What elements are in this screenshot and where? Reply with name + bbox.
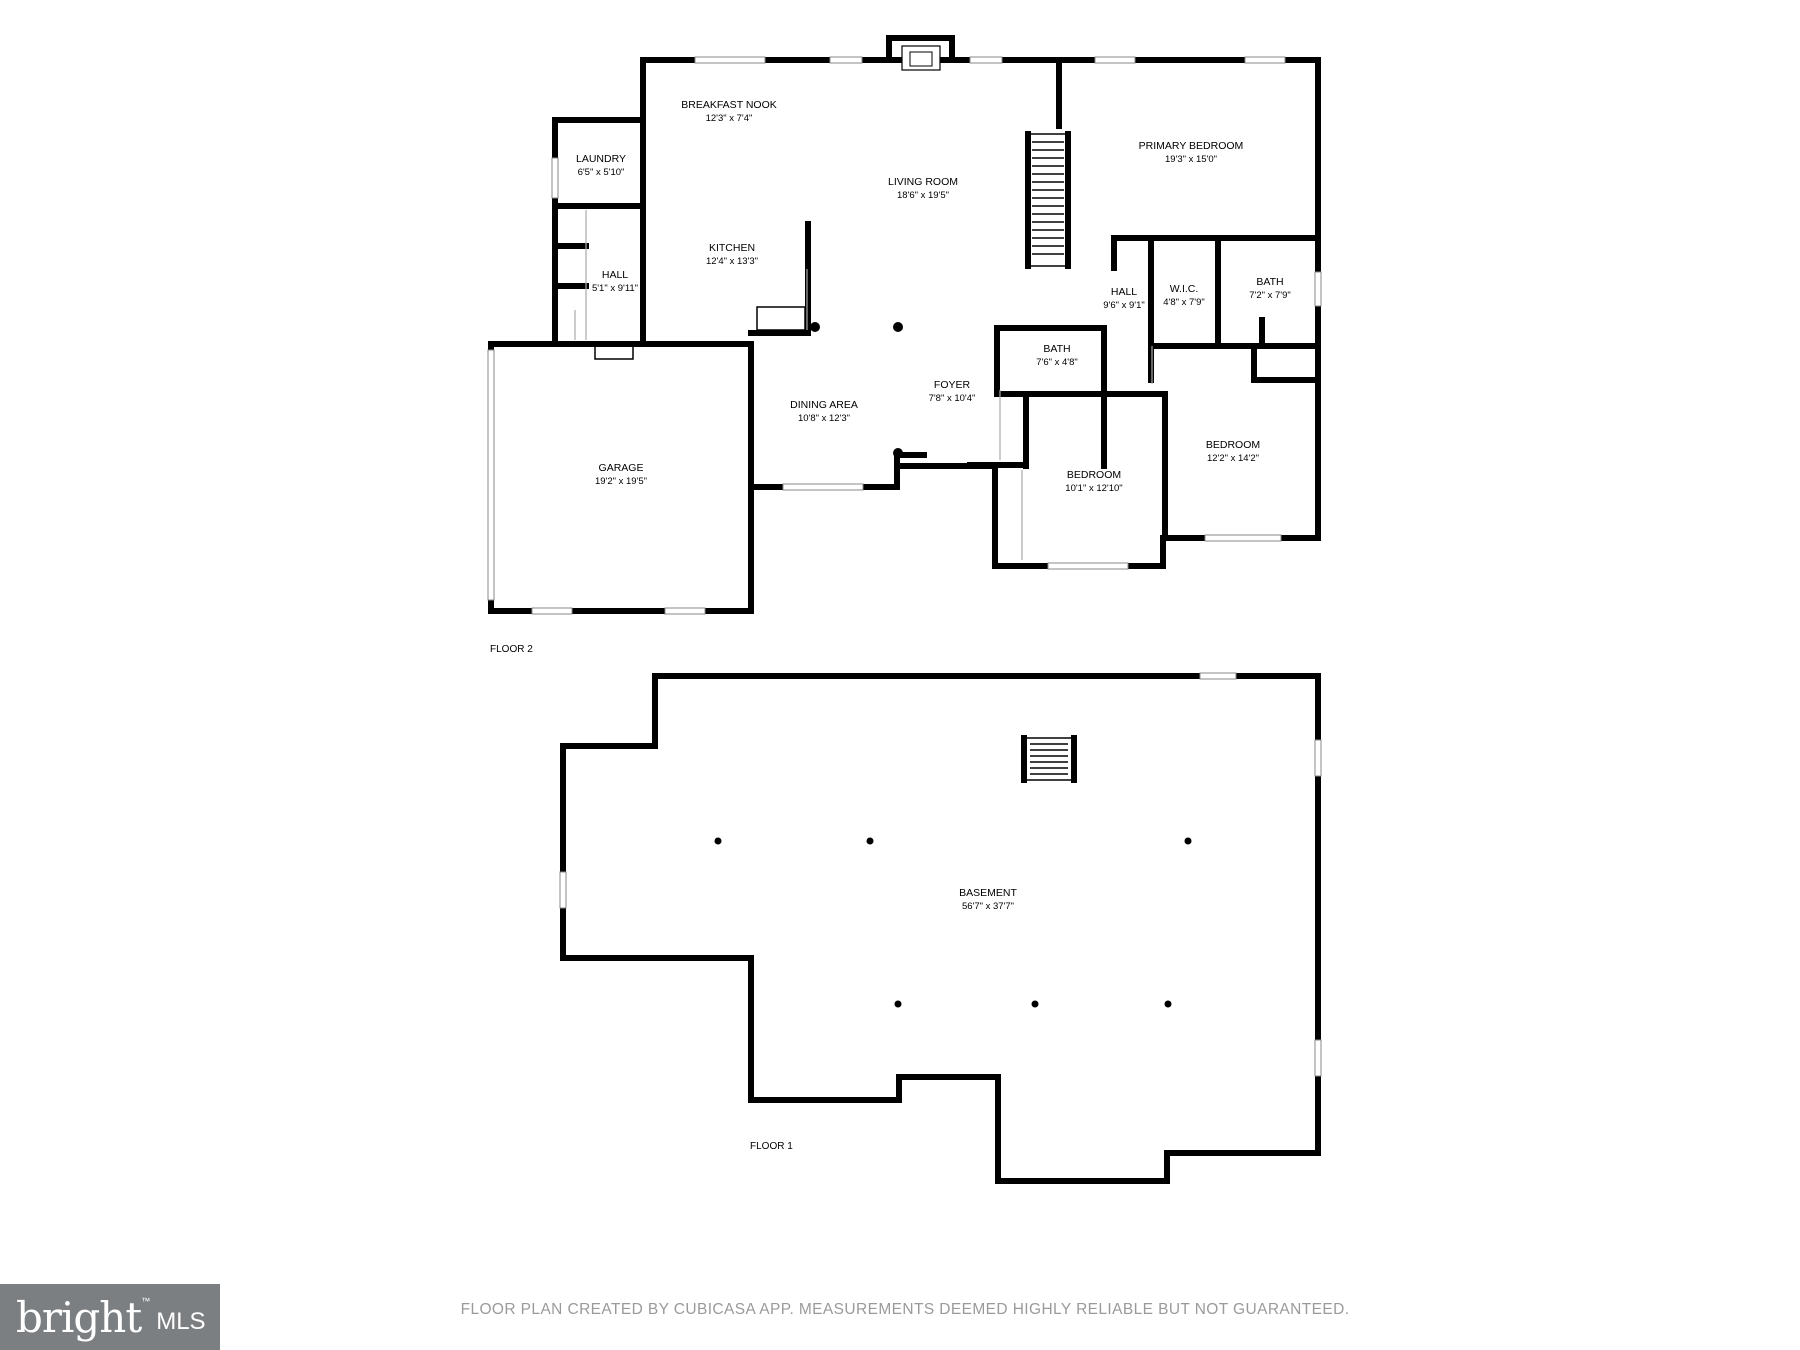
svg-text:PRIMARY BEDROOM: PRIMARY BEDROOM xyxy=(1139,140,1244,152)
room-breakfast-nook: BREAKFAST NOOK 12'3" x 7'4" xyxy=(681,99,777,124)
svg-text:FOYER: FOYER xyxy=(934,379,971,391)
svg-text:W.I.C.: W.I.C. xyxy=(1170,283,1199,295)
svg-text:56'7" x 37'7": 56'7" x 37'7" xyxy=(962,901,1014,912)
svg-text:LIVING ROOM: LIVING ROOM xyxy=(888,176,958,188)
room-laundry: LAUNDRY 6'5" x 5'10" xyxy=(576,153,626,178)
svg-text:BEDROOM: BEDROOM xyxy=(1067,469,1121,481)
basement-columns xyxy=(714,837,1192,1008)
svg-text:BATH: BATH xyxy=(1256,276,1283,288)
svg-text:4'8" x 7'9": 4'8" x 7'9" xyxy=(1163,297,1205,308)
room-hall-east: HALL 9'6" x 9'1" xyxy=(1103,286,1145,311)
room-dining-area: DINING AREA 10'8" x 12'3" xyxy=(790,399,858,424)
svg-text:KITCHEN: KITCHEN xyxy=(709,242,755,254)
svg-text:BATH: BATH xyxy=(1043,343,1070,355)
room-basement: BASEMENT 56'7" x 37'7" xyxy=(959,887,1017,912)
room-foyer: FOYER 7'8" x 10'4" xyxy=(929,379,976,404)
floor-1-plan: BASEMENT 56'7" x 37'7" FLOOR 1 xyxy=(559,672,1322,1184)
bright-mls-logo: bright ™ MLS xyxy=(0,1284,220,1350)
svg-text:HALL: HALL xyxy=(1111,286,1137,298)
floor-1-label: FLOOR 1 xyxy=(750,1141,793,1152)
svg-text:12'3" x 7'4": 12'3" x 7'4" xyxy=(706,113,753,124)
floor-2-plan: BREAKFAST NOOK 12'3" x 7'4" LAUNDRY 6'5"… xyxy=(487,35,1322,655)
room-garage: GARAGE 19'2" x 19'5" xyxy=(595,462,647,487)
room-bedroom-east: BEDROOM 12'2" x 14'2" xyxy=(1206,439,1260,464)
svg-text:5'1" x 9'11": 5'1" x 9'11" xyxy=(592,283,638,294)
svg-text:18'6" x 19'5": 18'6" x 19'5" xyxy=(897,190,949,201)
svg-text:6'5" x 5'10": 6'5" x 5'10" xyxy=(578,167,625,178)
svg-text:7'2" x 7'9": 7'2" x 7'9" xyxy=(1249,290,1291,301)
entry-step xyxy=(594,342,634,360)
floor-2-columns xyxy=(810,322,903,458)
room-kitchen: KITCHEN 12'4" x 13'3" xyxy=(706,242,758,267)
logo-mls-text: MLS xyxy=(156,1308,206,1335)
svg-text:BASEMENT: BASEMENT xyxy=(959,887,1017,899)
basement-stairs-icon xyxy=(1021,735,1077,783)
svg-text:7'6" x 4'8": 7'6" x 4'8" xyxy=(1036,357,1078,368)
room-wic: W.I.C. 4'8" x 7'9" xyxy=(1163,283,1205,308)
basement-outer-wall xyxy=(560,673,1321,1184)
room-bedroom-south: BEDROOM 10'1" x 12'10" xyxy=(1065,469,1122,494)
svg-text:12'2" x 14'2": 12'2" x 14'2" xyxy=(1207,453,1259,464)
room-living-room: LIVING ROOM 18'6" x 19'5" xyxy=(888,176,958,201)
svg-text:DINING AREA: DINING AREA xyxy=(790,399,858,411)
floor-1-windows xyxy=(559,672,1322,1077)
svg-text:12'4" x 13'3": 12'4" x 13'3" xyxy=(706,256,758,267)
svg-text:7'8" x 10'4": 7'8" x 10'4" xyxy=(929,393,976,404)
svg-text:LAUNDRY: LAUNDRY xyxy=(576,153,626,165)
svg-text:19'2" x 19'5": 19'2" x 19'5" xyxy=(595,476,647,487)
room-hall-west: HALL 5'1" x 9'11" xyxy=(592,269,638,294)
svg-text:9'6" x 9'1": 9'6" x 9'1" xyxy=(1103,300,1145,311)
floor-2-windows xyxy=(487,56,1322,615)
disclaimer-text: FLOOR PLAN CREATED BY CUBICASA APP. MEAS… xyxy=(460,1301,1350,1318)
room-bath-primary: BATH 7'2" x 7'9" xyxy=(1249,276,1291,301)
svg-text:19'3" x 15'0": 19'3" x 15'0" xyxy=(1165,154,1217,165)
floor-2-interior-walls xyxy=(552,57,1321,569)
svg-text:BREAKFAST NOOK: BREAKFAST NOOK xyxy=(681,99,777,111)
room-bath-hall: BATH 7'6" x 4'8" xyxy=(1036,343,1078,368)
svg-text:10'8" x 12'3": 10'8" x 12'3" xyxy=(798,413,850,424)
room-primary-bedroom: PRIMARY BEDROOM 19'3" x 15'0" xyxy=(1139,140,1244,165)
floor-2-door-lines xyxy=(574,210,1153,560)
floor-2-label: FLOOR 2 xyxy=(490,644,533,655)
fireplace-icon xyxy=(886,35,955,71)
logo-wordmark: bright xyxy=(16,1292,142,1342)
svg-text:GARAGE: GARAGE xyxy=(599,462,644,474)
floor-2-stairs-icon xyxy=(1032,141,1064,255)
svg-text:10'1" x 12'10": 10'1" x 12'10" xyxy=(1065,483,1122,494)
svg-text:HALL: HALL xyxy=(602,269,628,281)
svg-text:BEDROOM: BEDROOM xyxy=(1206,439,1260,451)
logo-trademark: ™ xyxy=(141,1296,151,1306)
